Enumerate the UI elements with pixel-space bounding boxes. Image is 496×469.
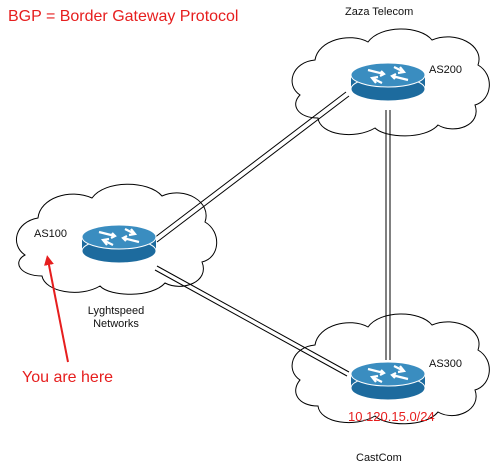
page-title: BGP = Border Gateway Protocol (8, 8, 239, 25)
ip-prefix-label: 10.120.15.0/24 (348, 409, 435, 424)
as-label-as200: AS200 (429, 64, 463, 76)
router-icon-as300 (349, 360, 427, 402)
router-icon-as100 (80, 223, 158, 265)
network-name-as200: Zaza Telecom (345, 6, 414, 18)
link-as100-as200 (153, 91, 350, 243)
link-as100-as300 (154, 265, 350, 377)
network-name-line2: Networks (93, 318, 139, 330)
arrow-icon (44, 255, 69, 363)
you-are-here-label: You are here (22, 369, 114, 386)
link-as200-as300 (385, 110, 391, 360)
network-name-as100: Lyghtspeed Networks (80, 305, 152, 331)
network-name-as300: CastCom (356, 452, 402, 464)
network-name-line1: Lyghtspeed (87, 305, 145, 317)
as-label-as300: AS300 (429, 358, 463, 370)
as-label-as100: AS100 (34, 228, 68, 240)
router-icon-as200 (349, 61, 427, 103)
